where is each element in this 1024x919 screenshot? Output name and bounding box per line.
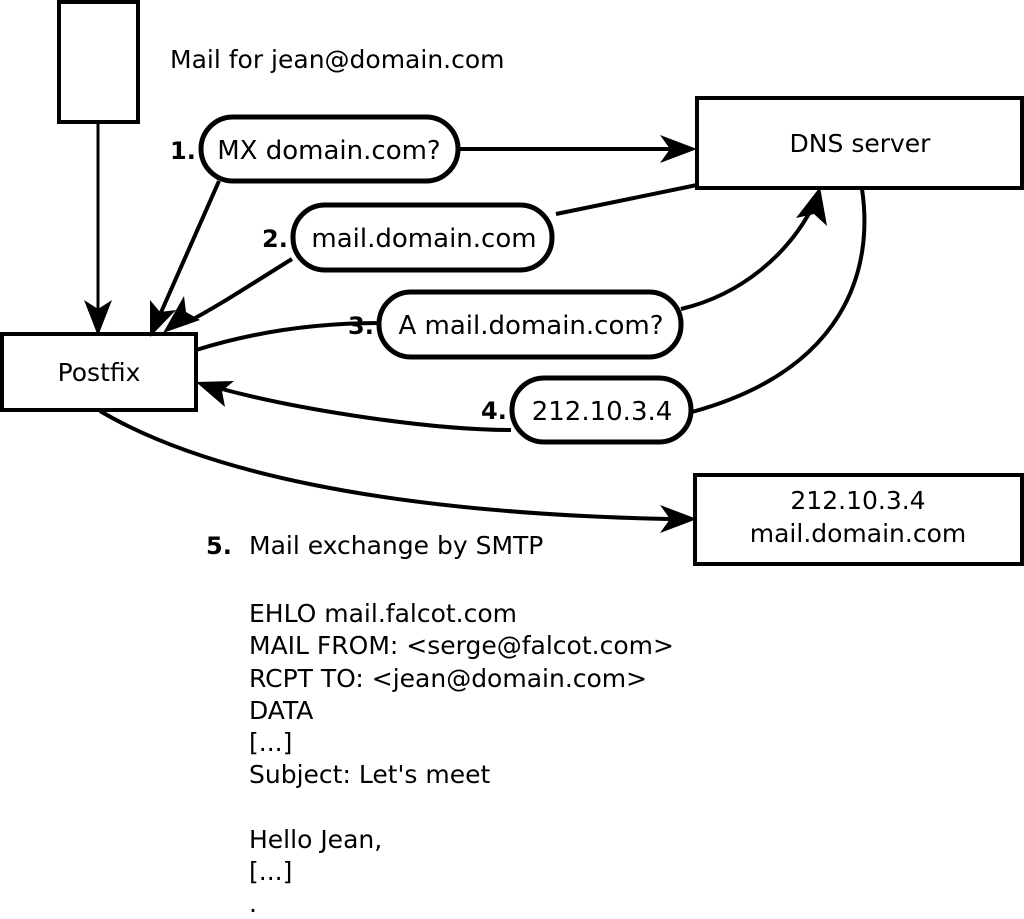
step-label-1: MX domain.com? [217,136,440,166]
smtp-line-hello: Hello Jean, [249,825,382,854]
smtp-line-terminator: . [249,889,257,918]
arrowhead-sender-to-postfix [84,300,112,336]
arrowhead-step1-into-dns [660,135,697,163]
smtp-line-rcpt-to: RCPT TO: <jean@domain.com> [249,664,647,693]
smtp-line-mail-from: MAIL FROM: <serge@falcot.com> [249,631,674,660]
node-dns-box [695,96,1024,190]
node-dns-label: DNS server [790,129,932,158]
bubble-step-4 [509,375,694,445]
node-postfix-label: Postfix [58,358,141,387]
connector-step1-left-leg [153,180,221,327]
connector-step4-left-leg [221,387,512,432]
smtp-line-data: DATA [249,696,313,725]
node-postfix-box [0,332,198,412]
bubble-step-2 [290,202,555,273]
connector-step2-right-leg [555,183,698,216]
smtp-line-ellipsis-2: [...] [249,857,292,886]
node-sender-box [57,0,140,124]
step-number-5: 5. [206,532,232,560]
smtp-line-subject: Subject: Let's meet [249,760,490,789]
node-target-box [693,473,1024,566]
step-label-5: Mail exchange by SMTP [249,531,543,560]
smtp-line-ellipsis-1: [...] [249,728,292,757]
step-number-2: 2. [262,225,288,253]
incoming-mail-note: Mail for jean@domain.com [170,45,505,74]
connector-step3-right-leg [680,199,818,311]
arrowhead-step2-into-postfix [163,296,200,333]
connector-step5-smtp [98,409,671,521]
step-label-3: A mail.domain.com? [399,311,664,341]
node-target-ip: 212.10.3.4 [790,486,925,515]
arrowhead-step4-into-postfix [196,381,234,407]
node-target-hostname: mail.domain.com [750,519,966,548]
bubble-step-1 [198,114,461,184]
connector-step2-left-leg [185,257,294,325]
smtp-line-ehlo: EHLO mail.falcot.com [249,599,517,628]
connector-step3-left-leg [195,321,380,352]
step-number-1: 1. [170,137,196,165]
step-number-4: 4. [481,397,507,425]
step-number-3: 3. [348,312,374,340]
bubble-step-3 [376,289,684,360]
step-label-4: 212.10.3.4 [532,397,673,427]
arrowhead-step5-into-target [660,505,697,533]
arrowhead-step1-into-postfix [150,300,176,337]
connector-step4-right-leg [691,188,867,414]
arrowhead-step3-into-dns [796,187,827,226]
step-label-2: mail.domain.com [311,224,536,254]
